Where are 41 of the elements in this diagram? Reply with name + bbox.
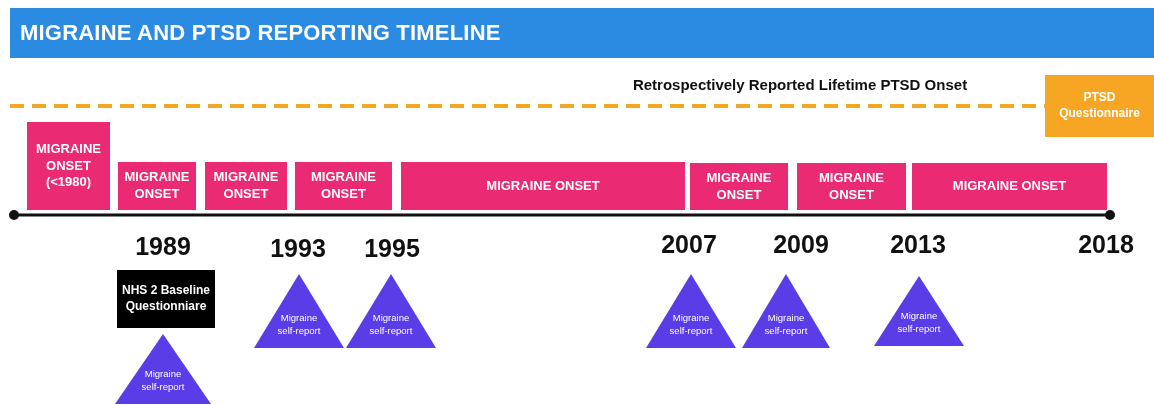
- triangle-marker: [874, 276, 964, 346]
- questionnaire-box: [1045, 75, 1154, 137]
- onset-box: [690, 163, 788, 210]
- triangle-marker: [115, 334, 211, 404]
- box-label: MIGRAINE ONSET: [705, 169, 773, 204]
- onset-box: [295, 162, 392, 210]
- triangle-marker: [346, 274, 436, 348]
- triangle-marker: [254, 274, 344, 348]
- marker-label: Migraine self-report: [896, 310, 942, 336]
- box-label: MIGRAINE ONSET: [310, 169, 377, 203]
- year-label: 2007: [661, 230, 717, 259]
- marker-label: Migraine self-report: [140, 368, 186, 394]
- line-label: Retrospectively Reported Lifetime PTSD Onset: [632, 76, 968, 93]
- onset-box: [118, 162, 196, 210]
- year-label: 1993: [270, 234, 326, 263]
- box-label: MIGRAINE ONSET (<1980): [35, 140, 102, 192]
- box-label: MIGRAINE ONSET: [818, 169, 885, 204]
- box-label: MIGRAINE ONSET: [123, 169, 191, 203]
- box-label: MIGRAINE ONSET: [952, 178, 1067, 195]
- title: MIGRAINE AND PTSD REPORTING TIMELINE: [20, 20, 501, 46]
- year-label: 2018: [1078, 230, 1134, 259]
- marker-label: Migraine self-report: [368, 312, 414, 338]
- year-label: 2009: [773, 230, 829, 259]
- onset-box: [205, 162, 287, 210]
- triangle-marker: [646, 274, 736, 348]
- marker-label: Migraine self-report: [276, 312, 322, 338]
- triangle-marker: [742, 274, 830, 348]
- marker-label: Migraine self-report: [668, 312, 714, 338]
- year-label: 1995: [364, 234, 420, 263]
- marker-label: Migraine self-report: [763, 312, 809, 338]
- box-label: NHS 2 Baseline Questionniare: [120, 283, 211, 315]
- onset-box: [912, 163, 1107, 210]
- year-label: 2013: [890, 230, 946, 259]
- onset-box: [401, 162, 685, 210]
- onset-box: [797, 163, 906, 210]
- questionnaire-box: [117, 270, 215, 328]
- box-label: MIGRAINE ONSET: [486, 177, 600, 195]
- box-label: PTSD Questionnaire: [1058, 90, 1141, 122]
- box-label: MIGRAINE ONSET: [212, 169, 280, 203]
- onset-box: [27, 122, 110, 210]
- year-label: 1989: [135, 232, 191, 261]
